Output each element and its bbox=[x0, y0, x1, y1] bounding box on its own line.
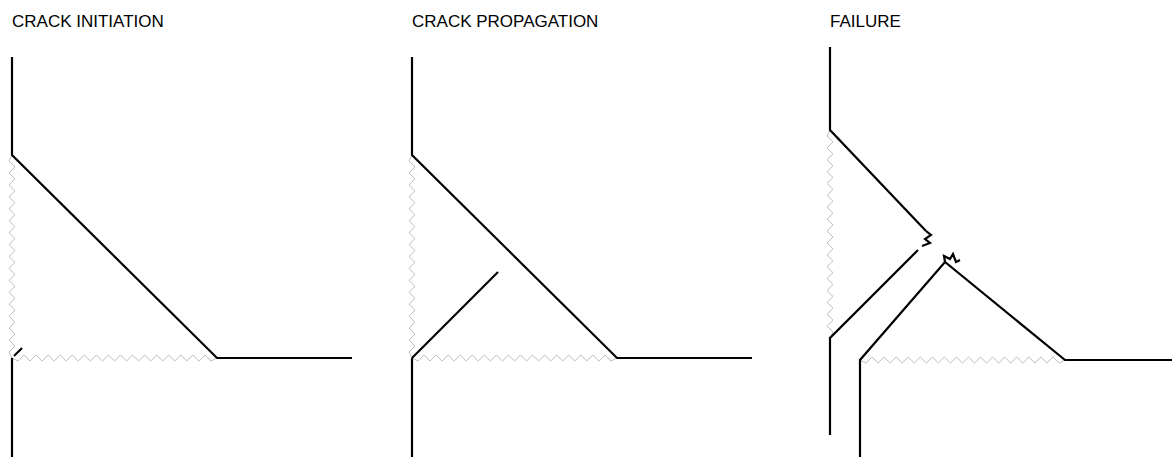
fusion-line bbox=[860, 357, 1065, 363]
fusion-line bbox=[412, 355, 617, 361]
crack bbox=[412, 272, 498, 358]
panel-title: CRACK INITIATION bbox=[12, 12, 164, 32]
plate bbox=[411, 358, 413, 457]
fusion-line bbox=[409, 155, 415, 358]
crack bbox=[14, 348, 22, 356]
fusion-line bbox=[9, 155, 15, 358]
plate-and-weld bbox=[860, 262, 1172, 457]
panel-title: FAILURE bbox=[830, 12, 901, 32]
plate-and-weld bbox=[12, 57, 352, 358]
fracture-surface bbox=[944, 254, 960, 262]
fusion-lines bbox=[9, 130, 1065, 363]
plate bbox=[11, 358, 13, 457]
fusion-line bbox=[827, 130, 833, 338]
plate-and-weld bbox=[412, 57, 752, 358]
fusion-line bbox=[12, 355, 217, 361]
weld-outline bbox=[12, 47, 1172, 457]
panel-title: CRACK PROPAGATION bbox=[412, 12, 598, 32]
fracture-surface bbox=[922, 231, 931, 246]
plate-and-weld bbox=[830, 47, 926, 231]
